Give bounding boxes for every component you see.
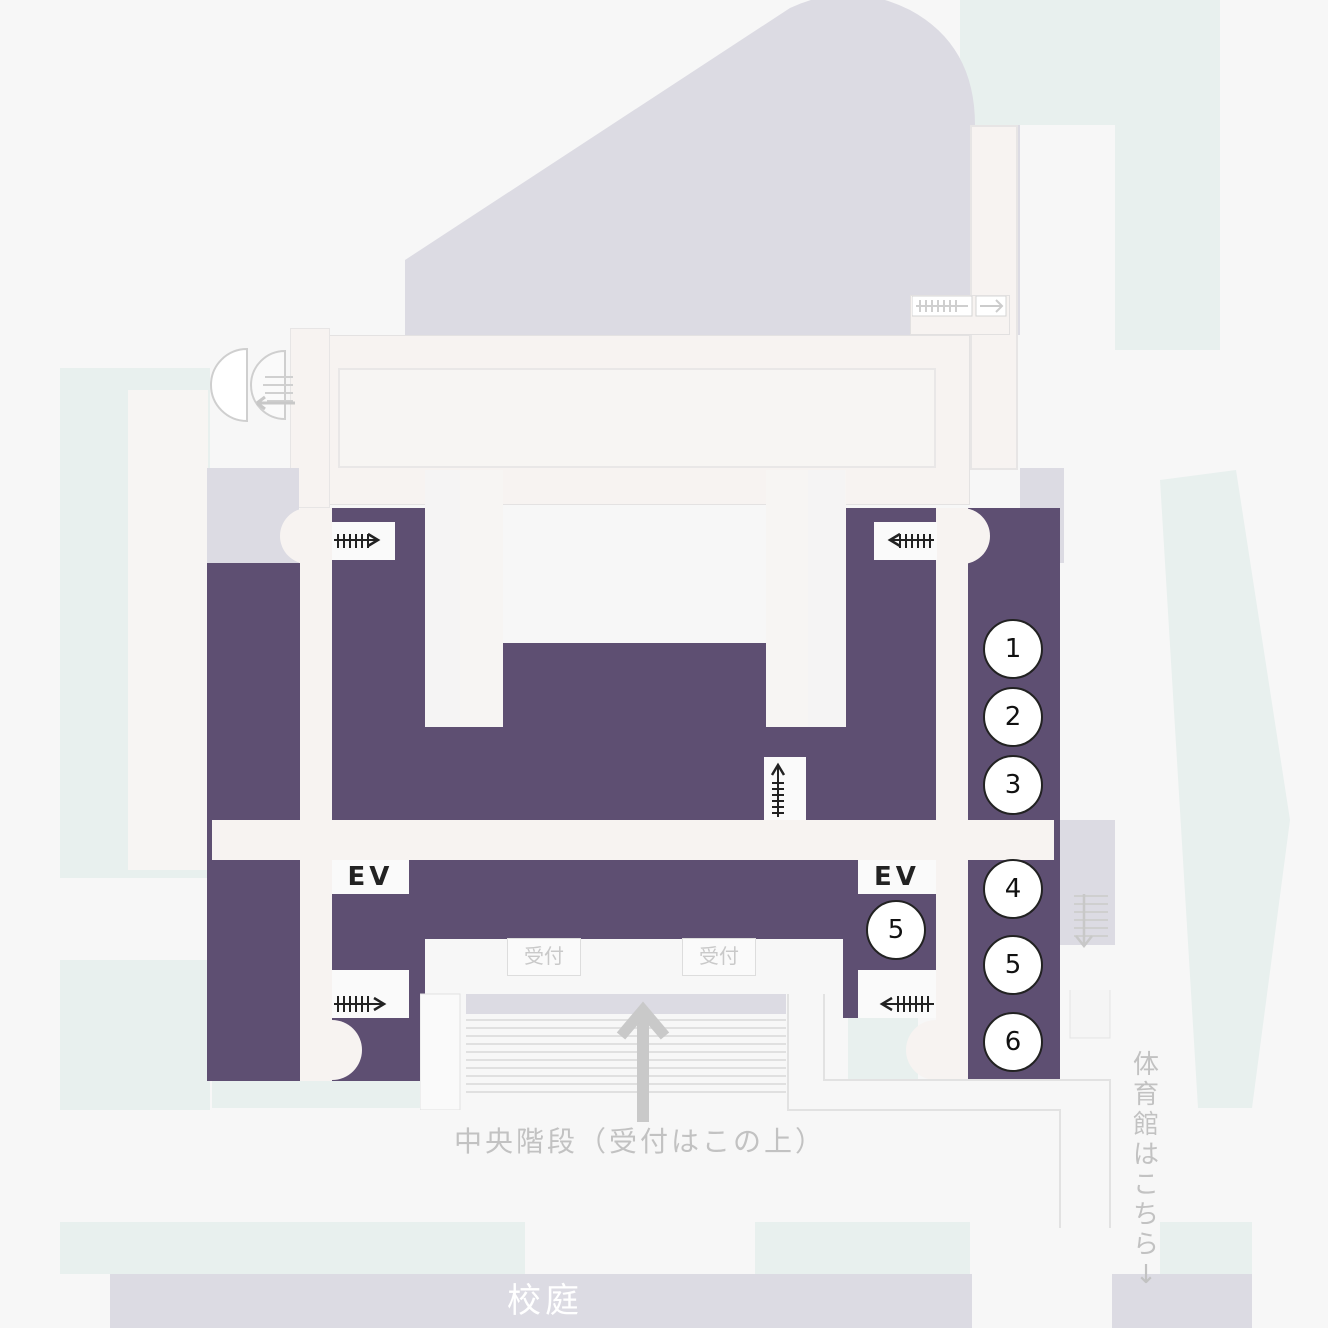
central-stairs (420, 993, 789, 1110)
green-area-west-lower (60, 960, 210, 1110)
stair-tower-south-west (300, 1020, 362, 1080)
stair-tower-north-east (936, 508, 990, 564)
stairs-icon-north-west (332, 522, 395, 560)
stairs-icon-south-east (858, 970, 936, 1018)
west-vertical-corridor (300, 508, 332, 1081)
reception-east[interactable]: 受付 (682, 938, 756, 976)
inner-light-east-strip (808, 470, 845, 727)
stair-tower-south-east (906, 1020, 968, 1080)
arrow-down-icon (1074, 894, 1108, 949)
east-vertical-corridor (936, 508, 968, 1081)
reception-west[interactable]: 受付 (507, 938, 581, 976)
room-5-inner[interactable]: 5 (866, 900, 926, 960)
room-1[interactable]: 1 (983, 619, 1043, 679)
west-outdoor-stairs (210, 347, 295, 423)
north-courtyard (338, 368, 936, 468)
elevator-east: EV (858, 860, 936, 894)
room-5[interactable]: 5 (983, 935, 1043, 995)
main-cross-corridor (212, 820, 1054, 860)
room-2[interactable]: 2 (983, 687, 1043, 747)
green-area-east-strip (1115, 0, 1220, 350)
west-path (128, 390, 208, 870)
gym-direction-label: 体育館はこちら↓ (1132, 1050, 1159, 1290)
stair-tower-north-west (280, 508, 332, 564)
central-stairs-label: 中央階段（受付はこの上） (453, 1125, 826, 1158)
elevator-west: EV (332, 860, 409, 894)
room-4[interactable]: 4 (983, 859, 1043, 919)
courtyard-strip-east (1112, 1274, 1252, 1328)
arrow-up-icon (616, 1001, 670, 1122)
stairs-icon-north-east (874, 522, 937, 560)
green-area-south-east (1160, 1222, 1252, 1274)
inner-light-west-strip (425, 470, 460, 727)
green-area-south-left (60, 1222, 525, 1274)
green-area-south-right (755, 1222, 970, 1274)
north-east-stairs (912, 296, 1007, 317)
stairs-icon-center (764, 757, 806, 820)
roof-east-mid (1060, 820, 1115, 945)
room-6[interactable]: 6 (983, 1012, 1043, 1072)
courtyard-strip (110, 1274, 972, 1328)
stairs-icon-south-west (332, 970, 409, 1018)
south-east-path (787, 990, 1111, 1228)
building-center-hall (503, 643, 766, 733)
room-3[interactable]: 3 (983, 755, 1043, 815)
courtyard-label: 校庭 (507, 1281, 583, 1321)
